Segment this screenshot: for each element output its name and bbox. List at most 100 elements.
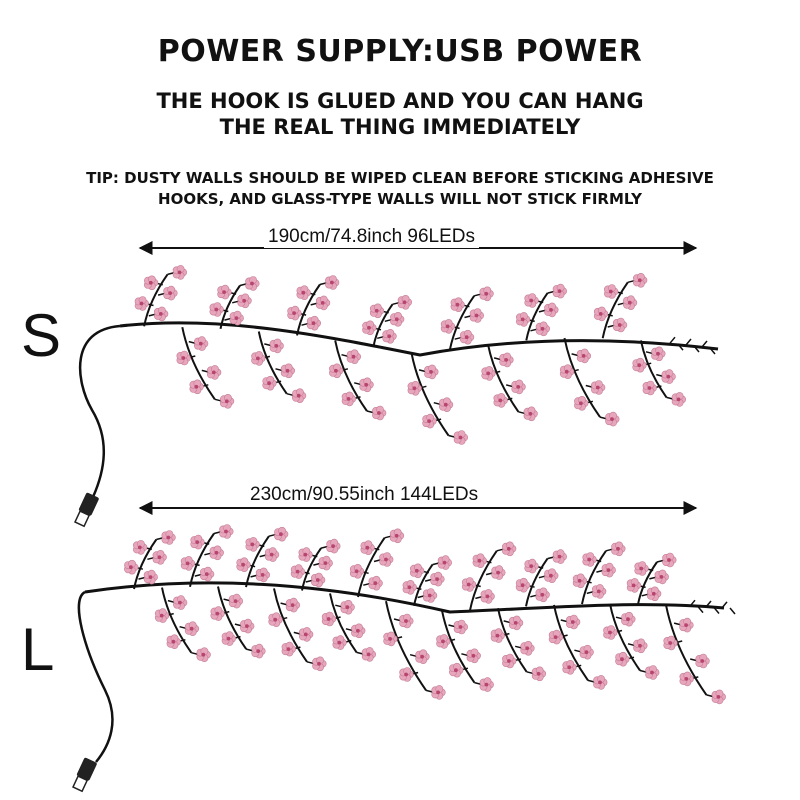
blossom-icon (245, 537, 260, 552)
blossom-icon (501, 541, 517, 557)
blossom-icon (552, 549, 567, 564)
blossom-icon (173, 595, 188, 610)
blossom-icon (535, 321, 550, 337)
blossom-icon (524, 558, 539, 574)
blossom-icon (634, 561, 649, 576)
blossom-icon (390, 311, 405, 327)
blossom-icon (349, 564, 365, 579)
twig (329, 593, 358, 653)
blossom-icon (237, 293, 252, 309)
blossom-icon (562, 660, 577, 675)
twig (525, 292, 549, 341)
blossom-icon (209, 545, 224, 561)
blossom-icon (469, 308, 484, 323)
blossom-icon (180, 556, 196, 571)
twig (639, 340, 668, 398)
twig-spur (697, 606, 704, 614)
blossom-icon (152, 550, 167, 565)
blossom-icon (351, 623, 366, 639)
blossom-icon (440, 319, 456, 334)
blossom-icon (593, 675, 608, 690)
blossom-icon (315, 295, 331, 311)
twig (219, 284, 241, 329)
twig (487, 344, 520, 413)
blossom-icon (154, 608, 170, 623)
blossom-icon (291, 388, 307, 403)
blossom-icon (332, 635, 347, 650)
blossom-icon (245, 276, 260, 291)
blossom-icon (548, 629, 564, 645)
twig (553, 604, 589, 681)
blossom-icon (269, 338, 284, 354)
blossom-icon (193, 336, 209, 351)
blossom-icon (240, 618, 255, 634)
size-label-l: L (21, 616, 55, 683)
blossom-icon (466, 648, 481, 664)
blossom-icon (662, 552, 677, 568)
blossom-icon (450, 297, 465, 312)
blossom-icon (612, 317, 628, 333)
blossom-icon (389, 528, 405, 544)
blossom-icon (651, 346, 666, 362)
twig (609, 603, 641, 672)
main-branch-l (84, 581, 725, 614)
blossom-icon (576, 348, 591, 364)
blossom-icon (479, 677, 494, 692)
twig (245, 535, 270, 588)
blossom-icon (399, 667, 414, 682)
blossoms-l (124, 524, 726, 705)
twig-spur (685, 338, 692, 346)
blossom-icon (251, 351, 266, 366)
blossom-icon (671, 392, 686, 407)
blossom-icon (552, 283, 567, 299)
blossom-icon (430, 571, 445, 587)
blossom-icon (190, 534, 205, 550)
blossom-icon (132, 540, 148, 555)
blossom-icon (633, 272, 648, 288)
blossom-icon (663, 635, 678, 651)
blossom-icon (531, 666, 547, 682)
blossom-icon (176, 350, 191, 366)
blossom-icon (298, 547, 313, 562)
blossom-icon (695, 653, 710, 669)
blossom-icon (280, 363, 295, 379)
blossom-icon (654, 569, 669, 585)
blossom-icon (493, 393, 508, 408)
twig (133, 538, 158, 590)
blossom-icon (647, 586, 662, 602)
blossom-icon (312, 656, 327, 672)
blossom-icon (209, 302, 224, 317)
usb-cable-l (77, 590, 114, 763)
blossom-icon (166, 634, 181, 649)
blossom-icon (449, 662, 464, 678)
vine-s (74, 265, 719, 528)
blossom-icon (479, 286, 494, 302)
twig-spur (677, 343, 684, 351)
blossom-icon (520, 641, 535, 656)
blossom-icon (679, 671, 694, 687)
blossom-icon (383, 631, 398, 647)
twig-spur (721, 601, 728, 609)
blossom-icon (572, 573, 588, 589)
subtitle-line-2: THE REAL THING IMMEDIATELY (219, 115, 581, 139)
twig (601, 281, 629, 339)
blossom-icon (210, 606, 225, 621)
blossom-icon (274, 526, 289, 542)
twig (161, 587, 193, 654)
twig (334, 340, 368, 412)
twig (441, 610, 476, 684)
page-title: POWER SUPPLY:USB POWER (157, 34, 643, 69)
twig (410, 353, 450, 437)
twig-spur (705, 600, 712, 608)
blossom-icon (544, 302, 559, 318)
blossom-icon (516, 312, 531, 327)
twig (296, 283, 321, 336)
twig (665, 604, 708, 696)
blossom-icon (515, 577, 531, 593)
blossom-icon (372, 405, 387, 421)
blossom-icon (360, 540, 375, 555)
blossom-icon (642, 380, 657, 396)
blossom-icon (603, 625, 618, 640)
tip-line-2: HOOKS, AND GLASS-TYPE WALLS WILL NOT STI… (158, 190, 642, 208)
twig-spur (713, 607, 720, 614)
